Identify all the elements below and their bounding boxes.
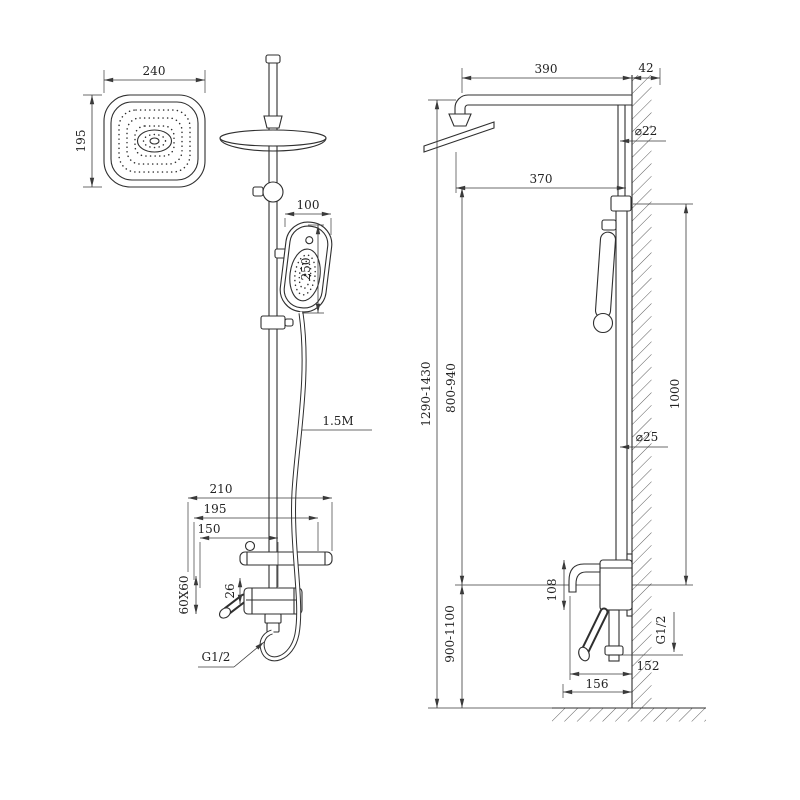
shelf-front — [239, 540, 333, 566]
diameter-25-callout: ⌀25 — [620, 430, 668, 450]
rain-shower-head-side — [423, 121, 495, 153]
outlet-thread-label-side: G1/2 — [654, 616, 668, 645]
dim-1000-label: 1000 — [668, 379, 682, 410]
dimension-800-940: 800-940 — [444, 188, 465, 585]
dim-900-1100-label: 900-1100 — [443, 605, 457, 663]
dimension-390: 390 — [461, 62, 632, 93]
diameter-22-callout: ⌀22 — [620, 124, 666, 144]
dim-1290-1430-label: 1290-1430 — [419, 361, 433, 426]
riser-pipe-side — [610, 105, 632, 560]
shower-head-plan — [103, 94, 206, 188]
dimension-195-front: 195 — [193, 502, 319, 580]
dimension-195-top: 195 — [74, 94, 102, 188]
dia-25-label: ⌀25 — [636, 430, 659, 444]
dimension-42: 42 — [632, 61, 661, 85]
outlet-thread-callout-side: G1/2 — [621, 612, 683, 656]
dim-100-label: 100 — [297, 198, 320, 212]
dimension-250: 250 — [299, 224, 324, 314]
dimension-240: 240 — [103, 64, 206, 93]
rain-shower-head-front — [219, 115, 327, 152]
front-view: 100 250 210 195 150 60X60 — [177, 54, 372, 668]
floor-hatch — [552, 708, 706, 722]
dimension-152: 152 — [569, 596, 660, 680]
dim-370-label: 370 — [530, 172, 553, 186]
dimension-108: 108 — [545, 560, 567, 610]
dim-195-front-label: 195 — [204, 502, 227, 516]
dim-250-label: 250 — [299, 258, 313, 281]
dim-152-label: 152 — [637, 659, 660, 673]
dimension-900-1100: 900-1100 — [443, 585, 465, 708]
slider-bracket-front — [260, 315, 294, 330]
shower-arm-side — [448, 94, 632, 127]
dimension-210: 210 — [187, 482, 333, 572]
hose-length-callout: 1.5M — [302, 414, 372, 431]
mixer-body-side — [568, 553, 633, 662]
dim-108-label: 108 — [545, 579, 559, 602]
dim-42-label: 42 — [638, 61, 653, 75]
dim-195-top-label: 195 — [74, 130, 88, 153]
hand-shower-side — [592, 219, 617, 334]
side-view: 390 42 ⌀22 370 1290-1430 800-940 900-110… — [419, 61, 706, 722]
dim-800-940-label: 800-940 — [444, 363, 458, 413]
dimension-156: 156 — [562, 677, 632, 698]
dim-240-label: 240 — [143, 64, 166, 78]
dim-210-label: 210 — [210, 482, 233, 496]
dimension-150: 150 — [198, 522, 279, 588]
dimension-1290-1430: 1290-1430 — [419, 99, 456, 708]
dim-60x60-label: 60X60 — [177, 575, 191, 614]
dimension-100: 100 — [284, 198, 332, 235]
inlet-thread-label-front: G1/2 — [202, 650, 231, 664]
dimension-60x60: 60X60 — [177, 575, 199, 615]
dimension-26: 26 — [223, 578, 243, 604]
hose-length-label: 1.5M — [322, 414, 353, 428]
dim-156-label: 156 — [586, 677, 609, 691]
dimension-1000: 1000 — [633, 203, 693, 585]
hand-shower-holder-front — [252, 181, 288, 259]
side-wall-hatch — [632, 75, 652, 708]
dim-390-label: 390 — [535, 62, 558, 76]
dim-150-label: 150 — [198, 522, 221, 536]
top-view: 240 195 — [74, 64, 206, 188]
inlet-thread-callout-front: G1/2 — [198, 641, 265, 668]
dim-26-label: 26 — [223, 583, 237, 598]
dimension-370: 370 — [455, 152, 626, 193]
dia-22-label: ⌀22 — [635, 124, 658, 138]
